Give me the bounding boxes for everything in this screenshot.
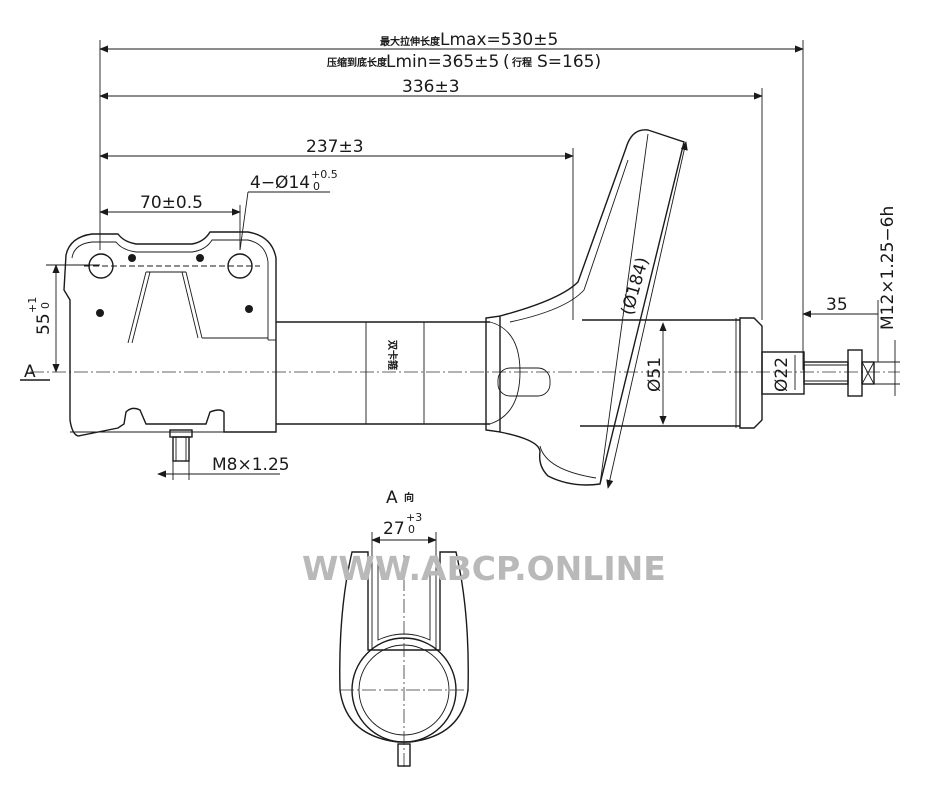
d336-label: 336±3	[402, 77, 460, 97]
view-label-cn: 向	[404, 491, 414, 504]
knuckle-bracket	[63, 231, 277, 437]
spring-seat: (Ø184)	[485, 129, 688, 489]
stroke-cn-label: 行程	[511, 56, 532, 69]
rivet-1	[128, 254, 136, 262]
holes-tol-lower: 0	[313, 180, 320, 193]
lmax-label: Lmax=530±5	[440, 30, 558, 50]
view-a: A 向 27 +3 0	[339, 488, 470, 770]
bottom-stud: M8×1.25	[157, 429, 290, 480]
lmin-cn-label: 压缩到底长度	[327, 56, 388, 69]
d27-tol-upper: +3	[406, 511, 422, 524]
watermark: WWW.ABCP.ONLINE	[302, 549, 666, 588]
d27-tol-lower: 0	[408, 523, 415, 536]
d55-tol-upper: +1	[26, 297, 39, 313]
lmin-label: Lmin=365±5	[386, 52, 499, 72]
rivet-2	[196, 254, 204, 262]
lmax-cn-label: 最大拉伸长度	[380, 35, 441, 48]
d22-label: Ø22	[772, 357, 792, 392]
holes-tol-upper: +0.5	[311, 168, 338, 181]
d70-label: 70±0.5	[140, 193, 203, 213]
holes-label: 4−Ø14	[250, 173, 310, 193]
dimension-holes: 4−Ø14 +0.5 0	[239, 168, 338, 251]
dimension-336: 336±3	[99, 77, 763, 100]
view-label: A	[386, 488, 398, 508]
d51-label: Ø51	[645, 357, 665, 392]
tube-stamp: 双卡箍	[386, 340, 399, 370]
d27-label: 27	[383, 519, 405, 539]
dimension-lmax: 最大拉伸长度 Lmax=530±5	[99, 30, 804, 53]
d55-label: 55	[34, 313, 54, 335]
dimension-55: 55 +1 0	[26, 264, 100, 373]
dimension-lmin: 压缩到底长度 Lmin=365±5 ( 行程 S=165)	[327, 52, 601, 72]
thread-bottom-label: M8×1.25	[212, 455, 290, 475]
mount-hole-left	[88, 253, 114, 279]
rivet-3	[96, 309, 104, 317]
strut-tube: 双卡箍	[276, 321, 490, 425]
d237-label: 237±3	[306, 137, 364, 157]
dimension-70: 70±0.5	[99, 193, 241, 216]
rivet-4	[245, 305, 253, 313]
d35-label: 35	[826, 295, 848, 315]
stroke-label: S=165)	[537, 52, 601, 72]
dimension-237: 237±3	[99, 137, 574, 160]
piston-rod: 35 M12×1.25−6h	[761, 206, 900, 397]
d55-tol-lower: 0	[39, 302, 52, 309]
stroke-paren: (	[503, 52, 510, 72]
d184-label: (Ø184)	[618, 255, 654, 317]
thread-top-label: M12×1.25−6h	[878, 206, 898, 330]
strut-body: Ø51 Ø22	[580, 317, 796, 429]
